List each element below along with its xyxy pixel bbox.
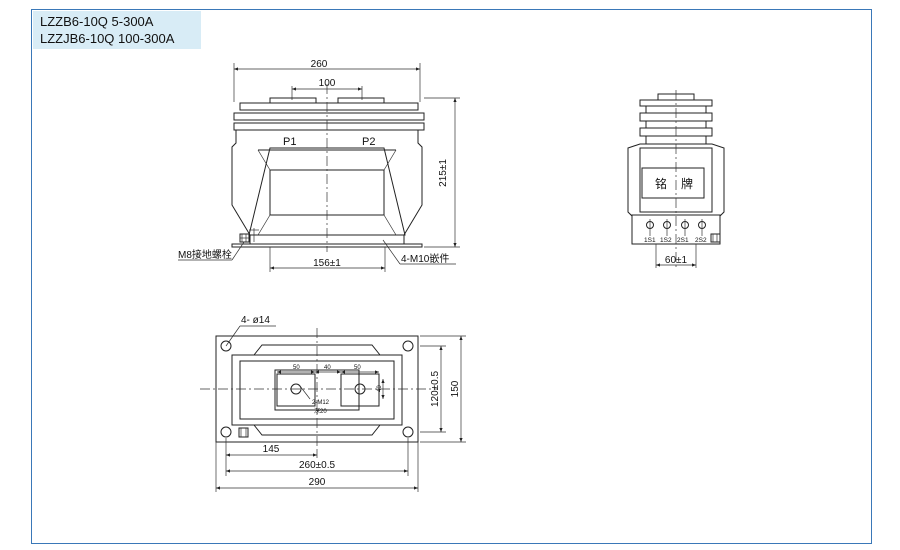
terminal-screws bbox=[646, 219, 706, 236]
label-m12: 2-M12 bbox=[312, 400, 330, 406]
bottom-dim-145: 145 bbox=[263, 444, 280, 455]
bottom-dim-150: 150 bbox=[450, 380, 461, 397]
bottom-dim-40: 40 bbox=[324, 365, 331, 371]
nameplate-char-2: 牌 bbox=[681, 177, 693, 191]
terminal-2s2: 2S2 bbox=[695, 237, 707, 244]
side-view: 铭 牌 1S1 1S2 2S1 2S2 60±1 bbox=[627, 90, 725, 268]
bottom-dim-50-left: 50 bbox=[293, 365, 300, 371]
label-ground-bolt: M8接地螺栓 bbox=[178, 248, 232, 261]
terminal-1s2: 1S2 bbox=[660, 237, 672, 244]
bottom-dim-290: 290 bbox=[309, 477, 326, 488]
bottom-dim-120: 120±0.5 bbox=[430, 371, 441, 408]
label-inserts: 4-M10嵌件 bbox=[401, 253, 449, 265]
terminal-p1: P1 bbox=[283, 136, 296, 148]
terminal-2s1: 2S1 bbox=[677, 237, 689, 244]
terminal-p2: P2 bbox=[362, 136, 375, 148]
model-title-2: LZZJB6-10Q 100-300A bbox=[40, 31, 175, 46]
terminal-1s1: 1S1 bbox=[644, 237, 656, 244]
front-dim-156: 156±1 bbox=[313, 258, 341, 269]
bottom-view: 50 40 50 40 2-M12 深20 4- ø14 120±0.5 150… bbox=[200, 315, 466, 492]
nameplate-char-1: 铭 bbox=[655, 176, 667, 191]
title-box bbox=[33, 11, 201, 49]
drawing-frame bbox=[31, 9, 872, 544]
bottom-dim-50-right: 50 bbox=[354, 365, 361, 371]
front-dim-260: 260 bbox=[311, 59, 328, 70]
front-view: 260 100 P1 P2 bbox=[178, 59, 460, 272]
front-dim-215: 215±1 bbox=[438, 159, 449, 187]
label-holes: 4- ø14 bbox=[241, 315, 270, 326]
model-title-1: LZZB6-10Q 5-300A bbox=[40, 14, 154, 29]
bottom-dim-260: 260±0.5 bbox=[299, 460, 336, 471]
side-dim-60: 60±1 bbox=[665, 255, 688, 266]
bottom-dim-small-right: 40 bbox=[377, 385, 383, 392]
label-depth: 深20 bbox=[314, 407, 327, 415]
front-dim-100: 100 bbox=[319, 78, 336, 89]
